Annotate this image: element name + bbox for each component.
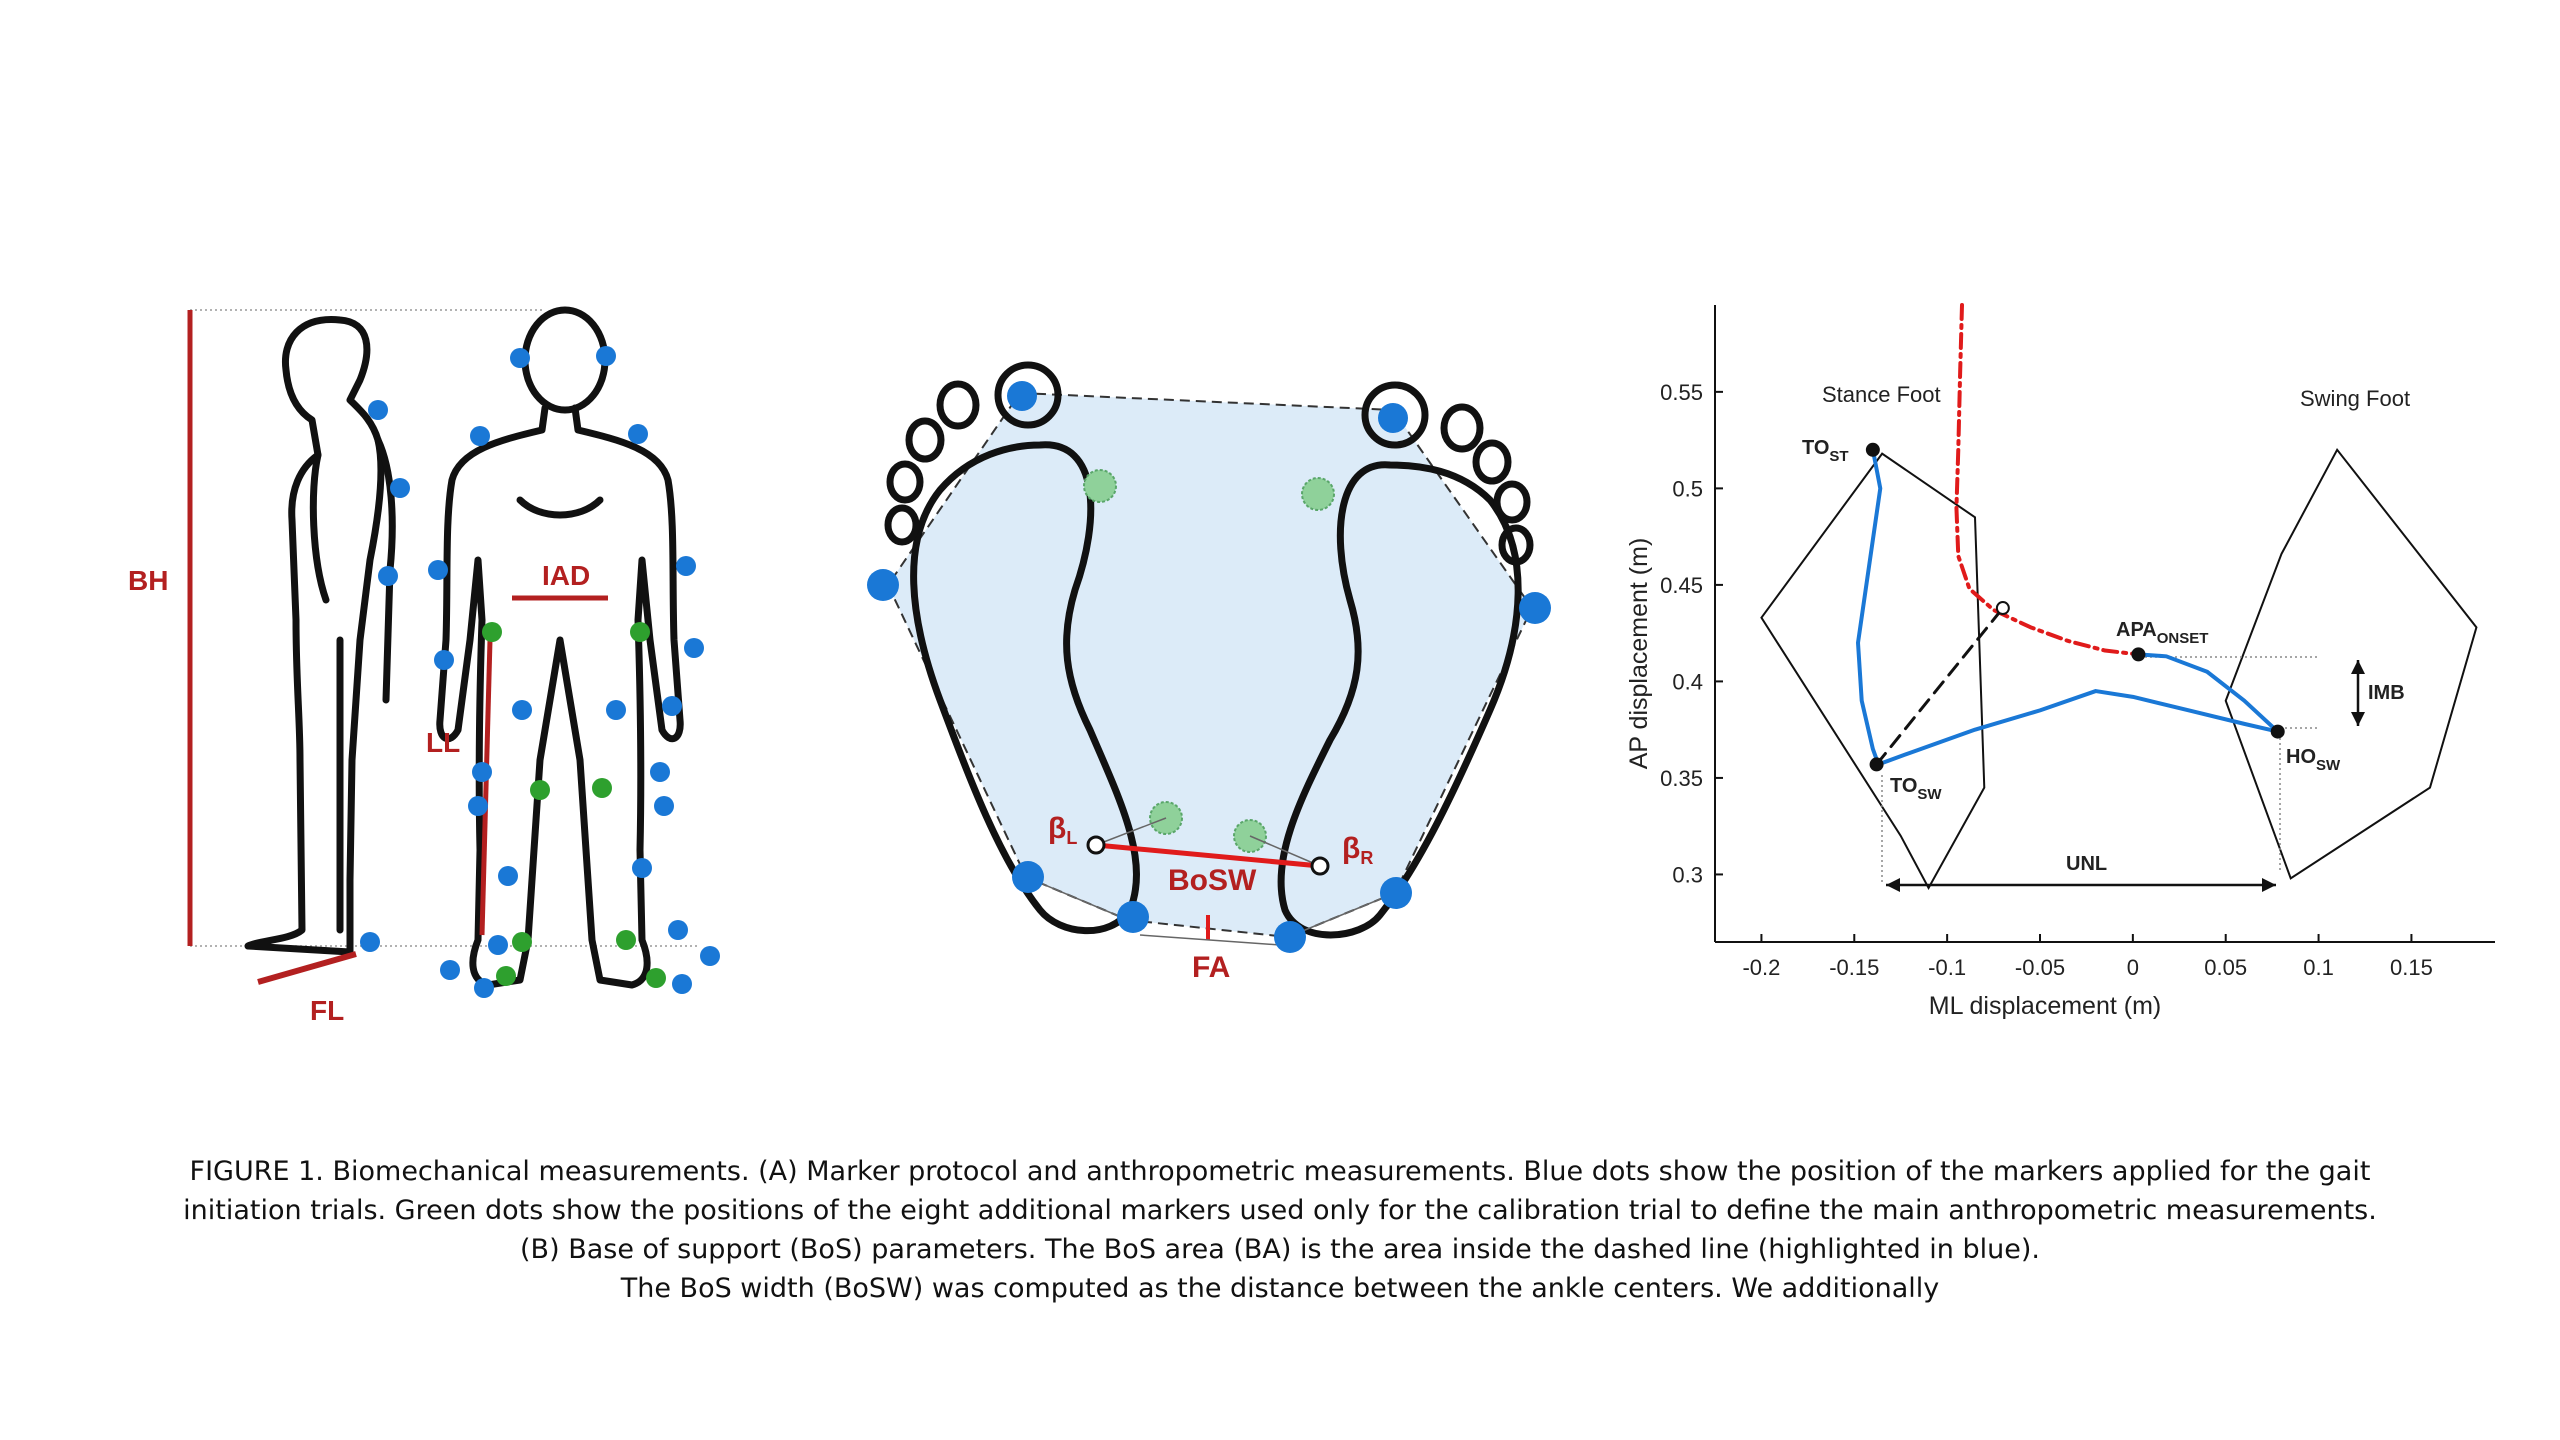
caption-line-1: FIGURE 1. Biomechanical measurements. (A… bbox=[189, 1156, 2371, 1187]
caption-line-2: initiation trials. Green dots show the p… bbox=[183, 1195, 2377, 1226]
beta-r-label: βR bbox=[1342, 832, 1373, 868]
y-tick-label: 0.3 bbox=[1672, 862, 1703, 887]
y-tick-label: 0.55 bbox=[1660, 380, 1703, 405]
ho-sw-label: HOSW bbox=[2286, 746, 2341, 774]
chart-series bbox=[1856, 303, 2280, 767]
beta-l-label: βL bbox=[1048, 812, 1077, 848]
event-point-2 bbox=[2131, 647, 2146, 662]
event-point-3 bbox=[2270, 724, 2285, 739]
to-st-label: TOST bbox=[1802, 437, 1849, 465]
x-tick-label: 0 bbox=[2127, 955, 2139, 980]
front-view-figure bbox=[436, 306, 684, 989]
series-line-2 bbox=[1954, 303, 2141, 657]
foot-outlines bbox=[1760, 447, 2478, 891]
event-point-0 bbox=[1865, 442, 1880, 457]
bosw-label: BoSW bbox=[1168, 864, 1257, 897]
x-tick-label: 0.05 bbox=[2204, 955, 2247, 980]
figure-caption: FIGURE 1. Biomechanical measurements. (A… bbox=[180, 1152, 2380, 1308]
series-line-0 bbox=[1856, 447, 2280, 767]
guide-lines bbox=[1881, 656, 2365, 892]
unl-label: UNL bbox=[2066, 853, 2107, 875]
swing-foot-outline bbox=[2224, 447, 2478, 880]
iad-label: IAD bbox=[542, 560, 590, 591]
fl-label: FL bbox=[310, 995, 344, 1026]
panel-b-base-of-support: BoSW FA βL βR bbox=[867, 361, 1551, 984]
panel-c-chart: -0.2 -0.15 -0.1 -0.05 0 0.05 0.1 0.15 0.3 0.35 0.4… bbox=[1625, 303, 2495, 1020]
side-view-figure bbox=[244, 316, 396, 956]
to-sw-label: TOSW bbox=[1890, 775, 1942, 803]
fa-label: FA bbox=[1192, 951, 1230, 984]
series-line-1 bbox=[2136, 652, 2280, 734]
y-tick-label: 0.4 bbox=[1672, 669, 1703, 694]
x-tick-label: -0.15 bbox=[1829, 955, 1879, 980]
apa-onset-label: APAONSET bbox=[2116, 619, 2208, 647]
blue-markers-b bbox=[867, 381, 1551, 953]
left-foot bbox=[884, 361, 1140, 935]
caption-line-4: The BoS width (BoSW) was computed as the… bbox=[620, 1273, 1940, 1304]
bh-label: BH bbox=[128, 565, 168, 596]
chart-points bbox=[1865, 442, 2285, 772]
series-line-3 bbox=[1875, 606, 2005, 766]
stance-foot-outline bbox=[1760, 452, 1986, 891]
green-markers-b bbox=[1083, 469, 1335, 853]
y-axis-title: AP displacement (m) bbox=[1625, 538, 1653, 770]
event-point-4 bbox=[1995, 601, 2010, 616]
x-tick-label: -0.1 bbox=[1928, 955, 1966, 980]
green-markers bbox=[482, 622, 666, 988]
x-axis-title: ML displacement (m) bbox=[1929, 992, 2161, 1020]
right-foot bbox=[1277, 381, 1534, 939]
y-tick-label: 0.45 bbox=[1660, 573, 1703, 598]
swing-foot-label: Swing Foot bbox=[2300, 386, 2410, 411]
stance-foot-label: Stance Foot bbox=[1822, 382, 1941, 407]
x-tick-label: -0.05 bbox=[2015, 955, 2065, 980]
y-tick-label: 0.5 bbox=[1672, 476, 1703, 501]
blue-markers bbox=[360, 346, 720, 998]
panel-a-anthropometry: BH LL IAD FL bbox=[128, 306, 720, 1026]
imb-label: IMB bbox=[2368, 682, 2405, 704]
ll-label: LL bbox=[426, 727, 460, 758]
chart-axes: -0.2 -0.15 -0.1 -0.05 0 0.05 0.1 0.15 0.3 0.35 0.4… bbox=[1625, 305, 2495, 1020]
event-point-1 bbox=[1869, 757, 1884, 772]
y-tick-label: 0.35 bbox=[1660, 766, 1703, 791]
caption-line-3: (B) Base of support (BoS) parameters. Th… bbox=[520, 1234, 2040, 1265]
x-tick-label: -0.2 bbox=[1742, 955, 1780, 980]
x-tick-label: 0.15 bbox=[2390, 955, 2433, 980]
x-tick-label: 0.1 bbox=[2303, 955, 2334, 980]
